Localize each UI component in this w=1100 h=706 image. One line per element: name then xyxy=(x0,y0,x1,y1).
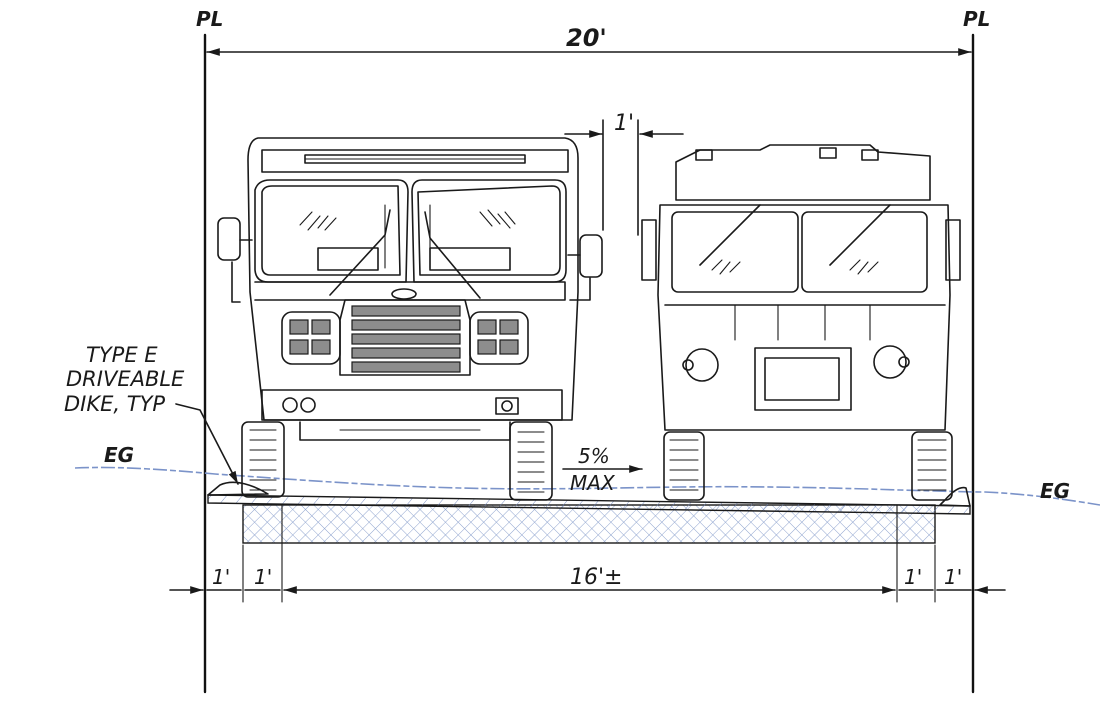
property-line-left: PL xyxy=(196,7,223,694)
pavement-section xyxy=(207,481,971,544)
dim-left-outer-label: 1' xyxy=(212,565,230,589)
overall-width-dimension: 20' xyxy=(206,24,972,56)
dike-note-line-3: DIKE, TYP xyxy=(64,392,165,416)
mirror-clearance-label: 1' xyxy=(614,111,634,136)
dike-note: TYPE E DRIVEABLE DIKE, TYP xyxy=(64,343,239,485)
slope-limit: MAX xyxy=(570,471,616,495)
dike-note-line-2: DRIVEABLE xyxy=(66,367,185,391)
bottom-dimensions: 1' 1' 16'± 1' 1' xyxy=(169,504,1006,603)
left-driveable-dike xyxy=(207,481,269,496)
overall-width-label: 20' xyxy=(566,24,607,52)
existing-grade-right-label: EG xyxy=(1040,479,1070,503)
slope-value: 5% xyxy=(578,444,610,468)
right-driveable-dike xyxy=(939,486,971,507)
mirror-clearance-dimension: 1' xyxy=(564,111,684,236)
existing-grade: EG EG xyxy=(74,443,1100,506)
dike-note-line-1: TYPE E xyxy=(86,343,158,367)
dim-center-label: 16'± xyxy=(570,565,622,590)
property-line-left-label: PL xyxy=(196,7,223,31)
property-line-right: PL xyxy=(963,7,990,694)
fire-engine-front-icon xyxy=(641,144,961,501)
dim-right-inner-label: 1' xyxy=(904,565,922,589)
dim-right-outer-label: 1' xyxy=(944,565,962,589)
existing-grade-left-label: EG xyxy=(104,443,134,467)
slope-annotation: 5% MAX xyxy=(562,444,643,495)
property-line-right-label: PL xyxy=(963,7,990,31)
dim-left-inner-label: 1' xyxy=(254,565,272,589)
fire-truck-front-icon xyxy=(217,137,603,501)
